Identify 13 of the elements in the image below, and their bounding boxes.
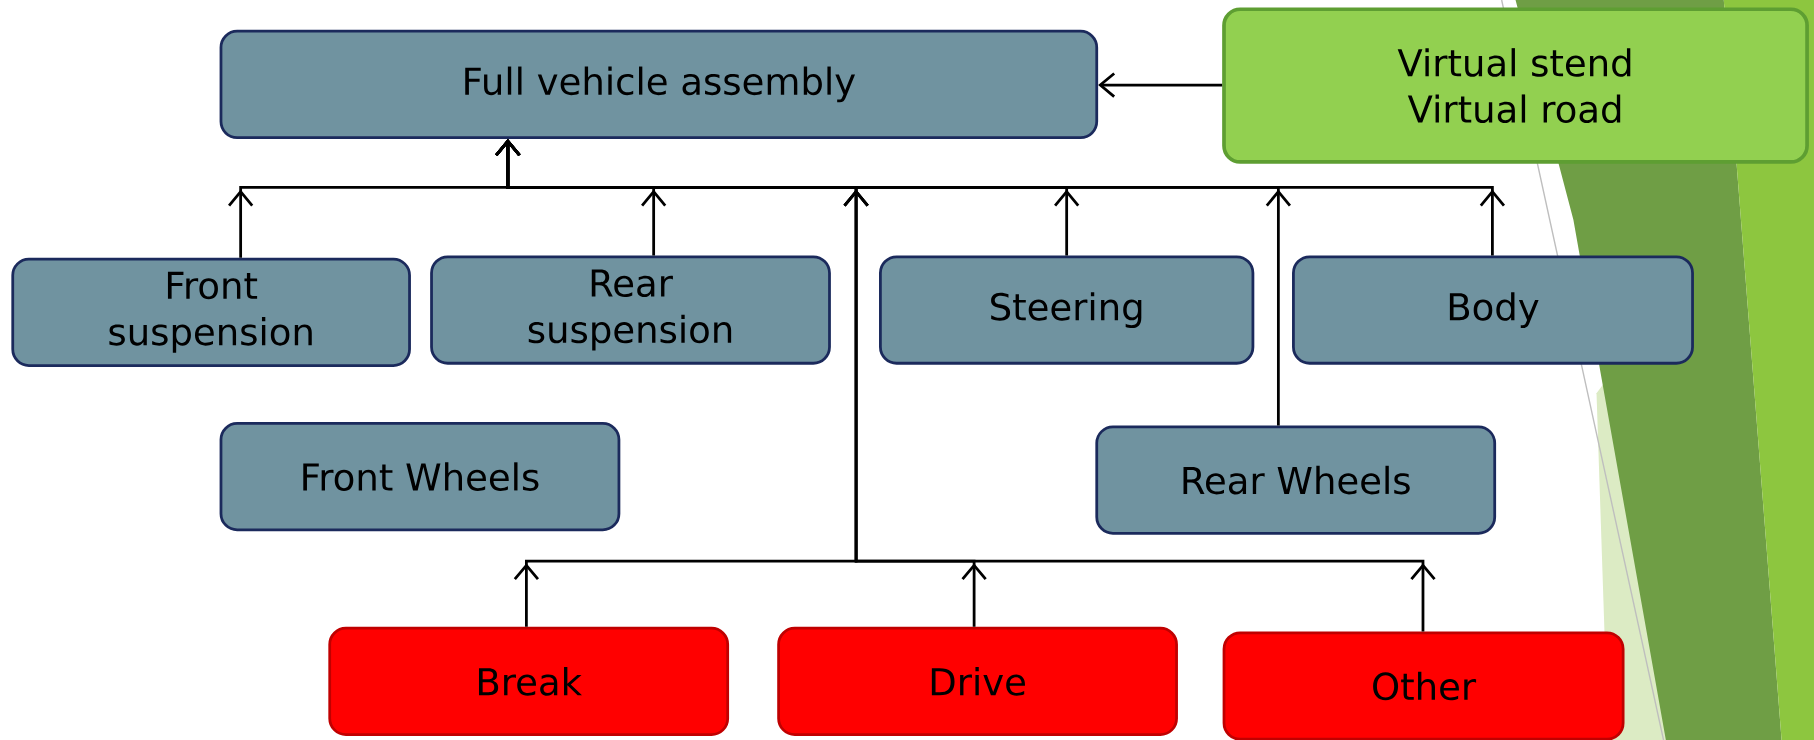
component-box: Front suspension (11, 257, 411, 367)
component-box: Full vehicle assembly (219, 29, 1099, 139)
component-box: Body (1292, 255, 1694, 365)
subsystem-box: Drive (777, 626, 1178, 736)
subsystem-box: Other (1222, 631, 1625, 740)
arrow (495, 138, 1436, 632)
subsystem-box: Break (328, 626, 730, 736)
component-box: Front Wheels (219, 421, 621, 532)
component-box: Rear suspension (430, 255, 831, 365)
arrow (1098, 72, 1223, 98)
input-box: Virtual stend Virtual road (1222, 7, 1809, 164)
component-box: Steering (879, 255, 1255, 365)
component-box: Rear Wheels (1095, 425, 1497, 535)
